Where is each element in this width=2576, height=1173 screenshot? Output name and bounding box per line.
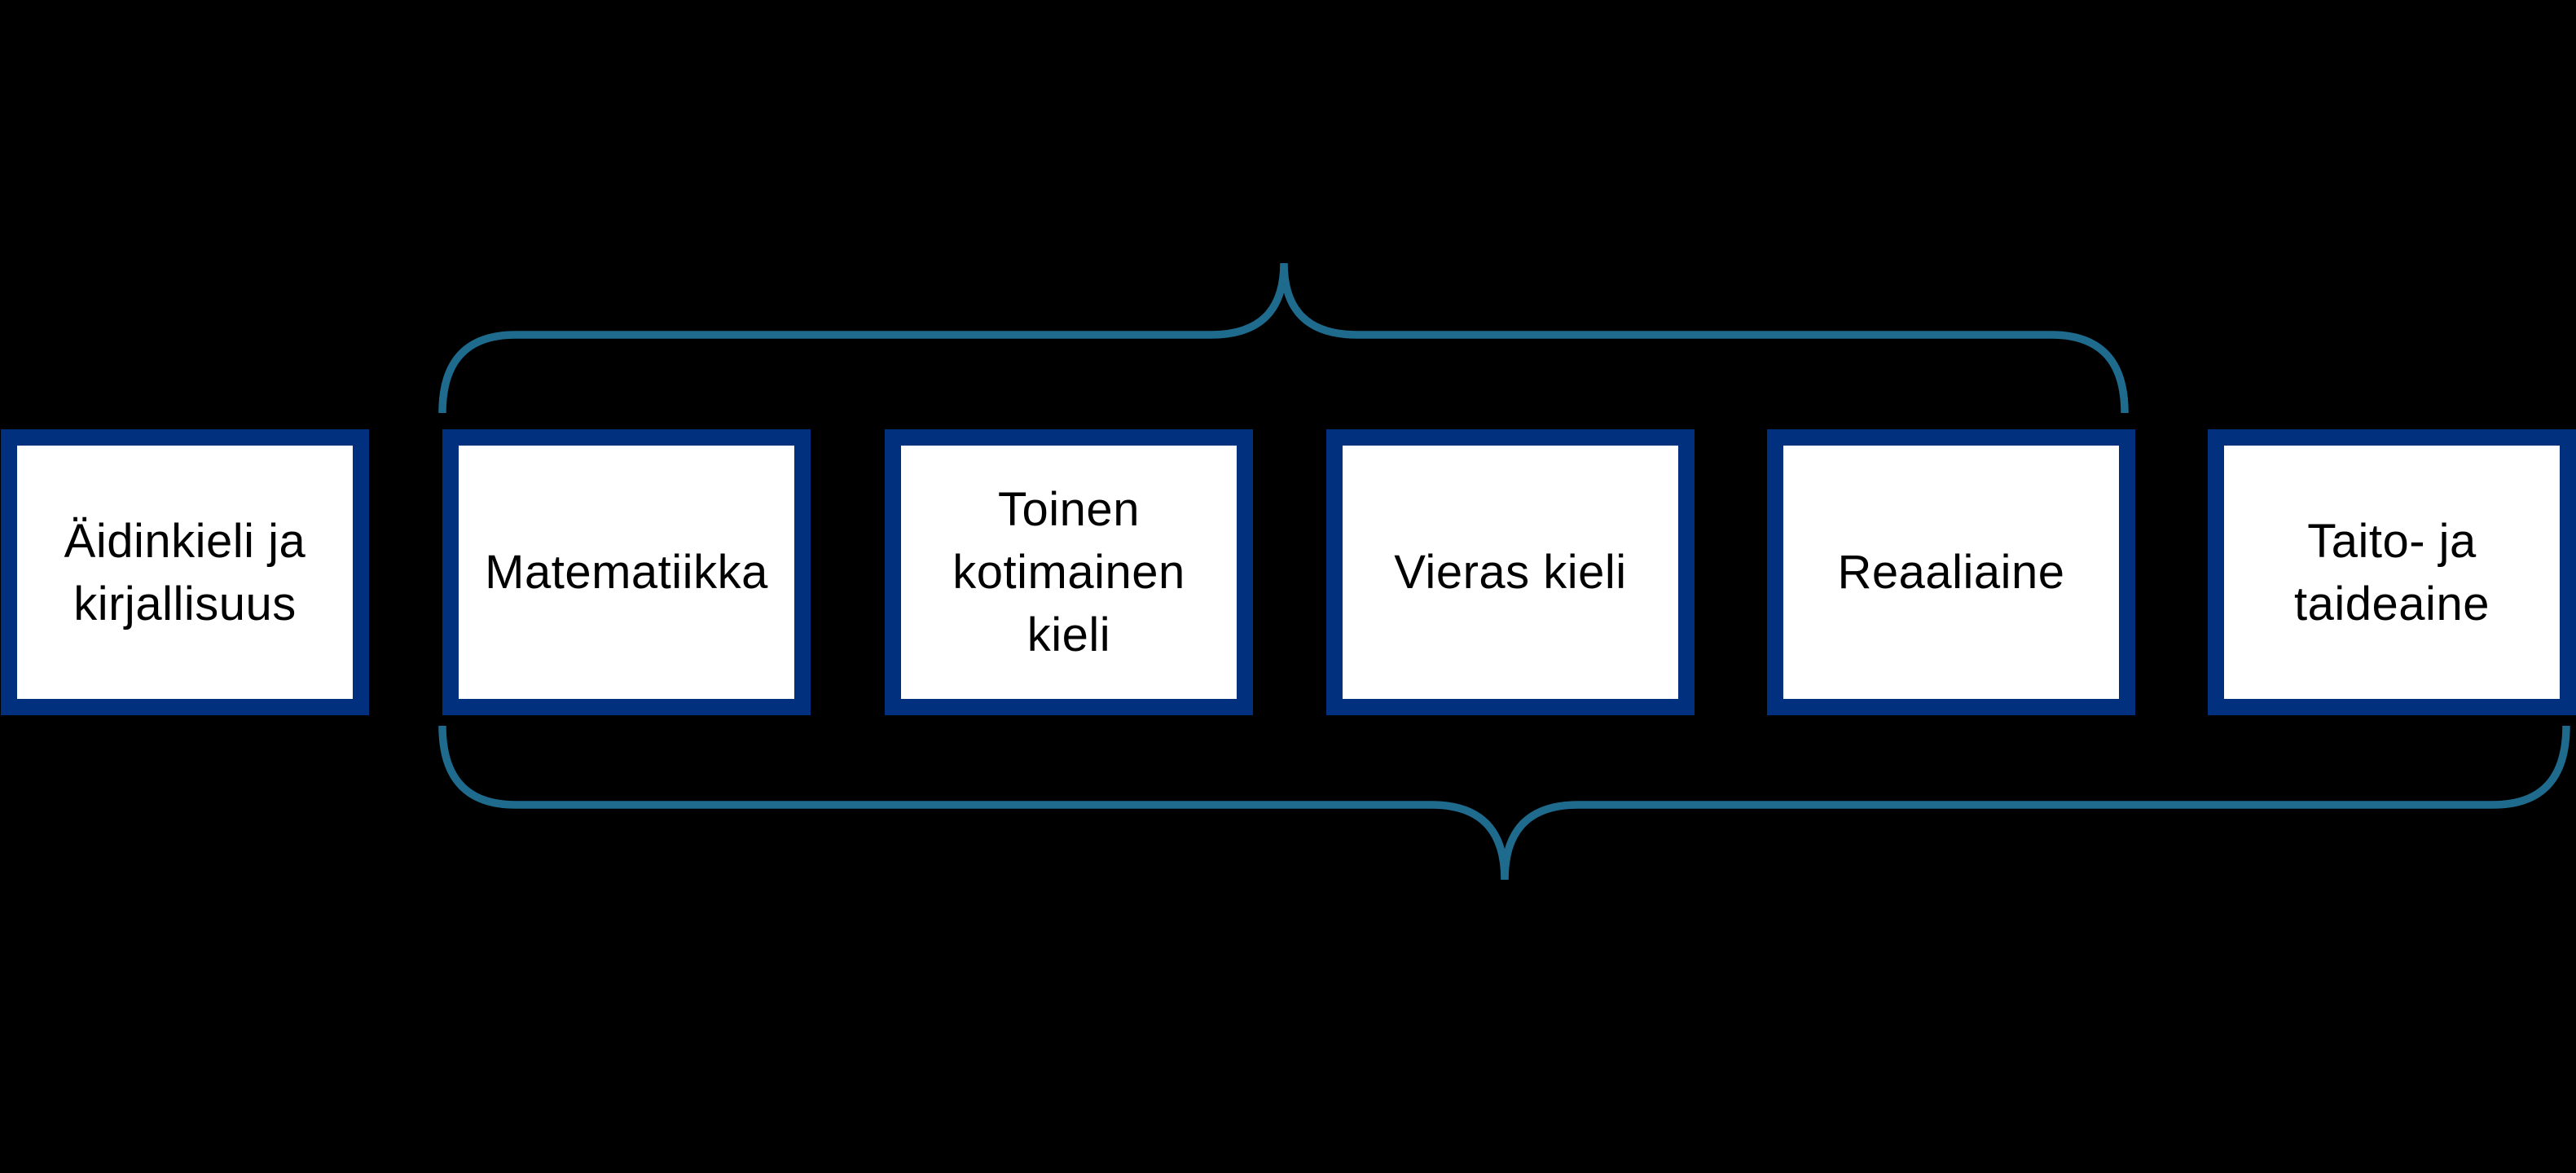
- subject-box-vieras-kieli: Vieras kieli: [1326, 429, 1695, 715]
- bottom-brace: [438, 725, 2570, 881]
- subject-box-label: Taito- ja: [2307, 514, 2477, 568]
- subject-box-label: kirjallisuus: [73, 577, 297, 630]
- subject-box-aidinkieli-ja-kirjallisuus: Äidinkieli ja kirjallisuus: [1, 429, 369, 715]
- subject-box-label: Vieras kieli: [1394, 546, 1627, 599]
- subject-box-label: Matematiikka: [485, 546, 768, 599]
- subject-box-matematiikka: Matematiikka: [442, 429, 811, 715]
- subject-box-toinen-kotimainen-kieli: Toinen kotimainen kieli: [885, 429, 1253, 715]
- subject-box-label: kieli: [1026, 608, 1111, 661]
- subject-box-label: kotimainen: [952, 546, 1185, 599]
- subject-box-taito-ja-taideaine: Taito- ja taideaine: [2208, 429, 2576, 715]
- top-brace: [438, 262, 2129, 414]
- subject-box-label: Toinen: [998, 483, 1140, 536]
- subject-box-label: Reaaliaine: [1837, 546, 2065, 599]
- subject-box-reaaliaine: Reaaliaine: [1767, 429, 2135, 715]
- subject-box-label: taideaine: [2294, 577, 2490, 630]
- subject-box-label: Äidinkieli ja: [64, 514, 306, 568]
